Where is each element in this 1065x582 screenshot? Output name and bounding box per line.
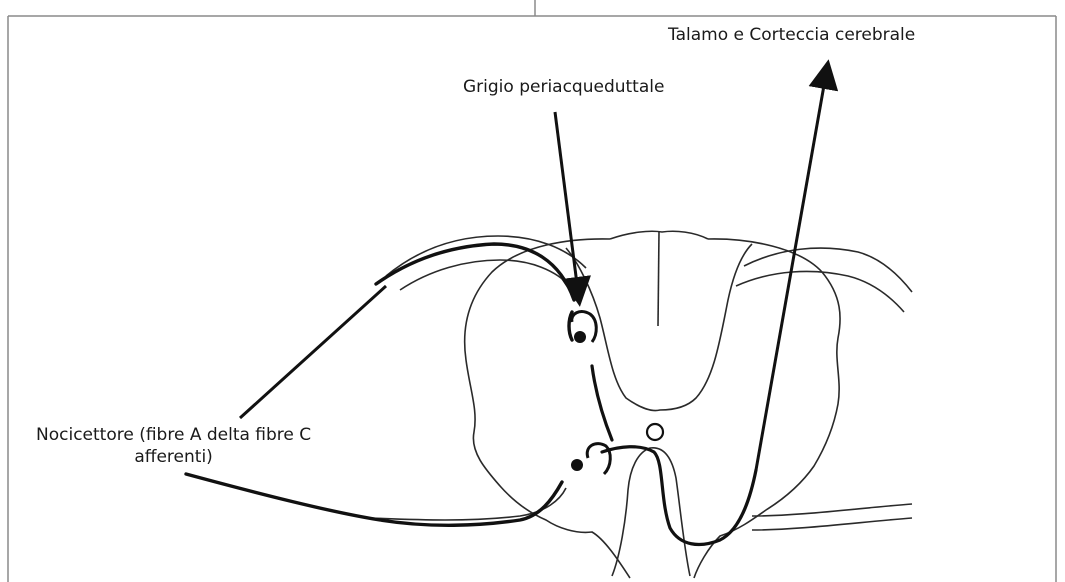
label-thalamus-cortex: Talamo e Corteccia cerebrale [668, 24, 915, 46]
interneuron-path [592, 366, 612, 440]
dorsal-horn-neuron-lower [571, 444, 756, 545]
label-nociceptor-line2: afferenti) [36, 446, 311, 468]
spinal-cord-outline [465, 231, 840, 578]
crossing-neuron-body [647, 424, 663, 440]
ventral-root-right [752, 504, 912, 530]
dorsal-root-right [736, 248, 912, 312]
nociceptor-leader-line [240, 286, 386, 418]
label-nociceptor-line1: Nocicettore (fibre A delta fibre C [36, 424, 311, 446]
nociceptor-afferent-fibre [376, 244, 574, 340]
dorsal-median-sulcus [658, 232, 659, 326]
dorsal-horn-neuron-upper [572, 312, 597, 343]
label-nociceptor: Nocicettore (fibre A delta fibre C affer… [36, 424, 311, 468]
pag-pointer-arrow [555, 112, 578, 292]
label-periaqueductal-gray: Grigio periacqueduttale [463, 76, 664, 98]
